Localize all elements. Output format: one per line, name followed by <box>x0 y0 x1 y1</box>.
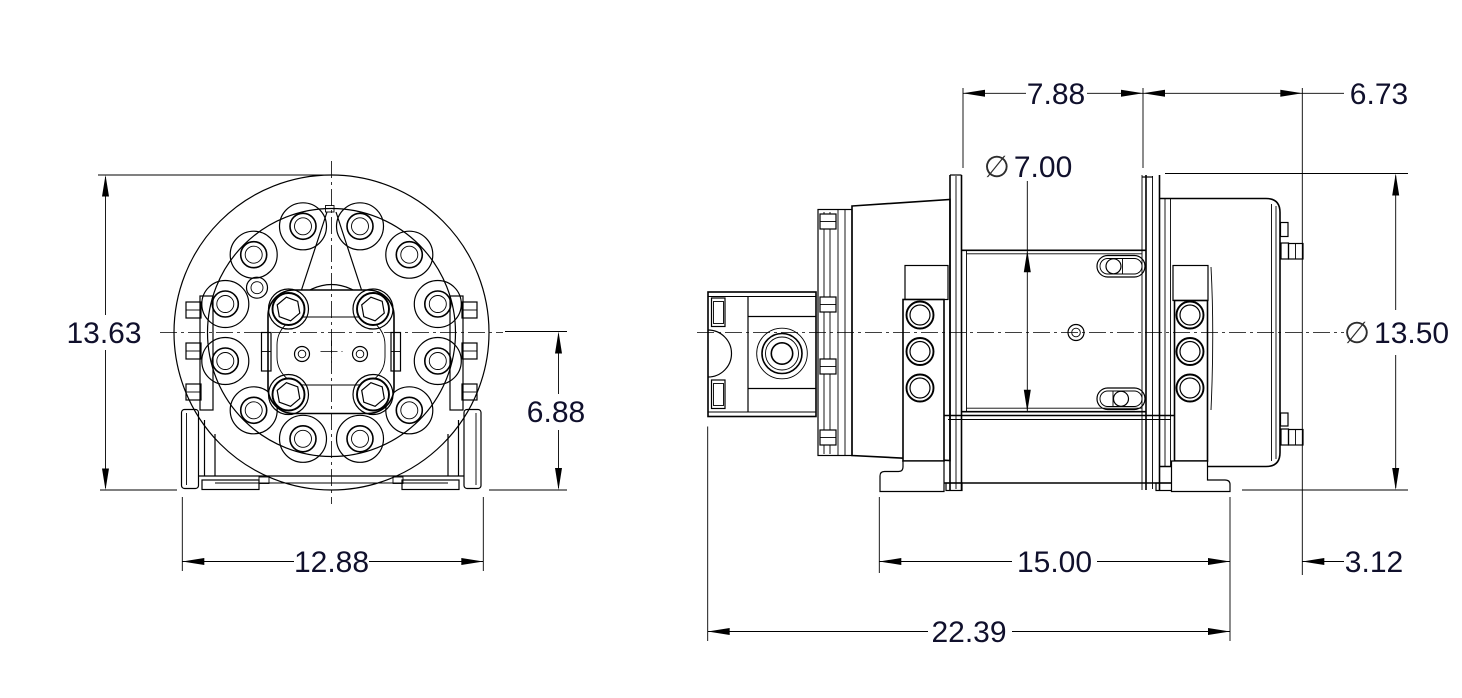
upright-bolt <box>905 373 935 403</box>
arrowhead-left <box>1302 558 1325 565</box>
dimension-rear-offset: 3.12 <box>1302 546 1403 579</box>
motor-port-boss <box>756 327 808 380</box>
upright-bolt <box>905 337 935 366</box>
arrowhead-right <box>461 558 484 565</box>
dim-label-overall-length: 22.39 <box>931 616 1006 649</box>
arrowhead-up <box>1023 250 1031 273</box>
support-upright-right <box>1170 264 1231 493</box>
hub-bolt <box>269 289 309 329</box>
arrowhead-right <box>1121 89 1143 97</box>
dimension-center-height: 6.88 <box>489 331 585 491</box>
base-end-plate-left <box>180 408 200 490</box>
hydraulic-motor <box>707 291 817 418</box>
dim-label-barrel-diameter: ∅7.00 <box>984 151 1073 184</box>
arrowhead-left <box>707 628 730 635</box>
support-upright-left <box>879 264 949 493</box>
side-view <box>697 174 1344 493</box>
arrowhead-right <box>1208 628 1230 635</box>
arrowhead-down <box>1392 468 1400 490</box>
drum-barrel <box>961 249 1146 413</box>
upright-bolt <box>1175 300 1205 330</box>
upright-bolt <box>1175 337 1205 366</box>
plug-hole <box>245 276 269 299</box>
dimension-overall-length: 22.39 <box>707 426 1230 649</box>
dim-label-base-width: 12.88 <box>294 546 369 579</box>
side-bracket-left <box>185 295 214 411</box>
dimension-flange-diameter: ∅13.50 <box>1165 173 1449 491</box>
motor-port-bottom <box>710 379 726 410</box>
upright-bolt <box>1175 373 1205 403</box>
hub-bolt <box>353 289 393 329</box>
hub-small-holes <box>293 345 369 363</box>
motor-port-top <box>710 297 726 328</box>
dim-label-drum-width: 7.88 <box>1027 78 1085 111</box>
dim-label-rear-offset: 3.12 <box>1345 546 1403 579</box>
cover-stud-bottom <box>1279 412 1289 427</box>
arrowhead-left <box>963 89 985 97</box>
dim-label-flange-diameter: ∅13.50 <box>1344 317 1449 350</box>
upright-foot <box>1170 460 1231 493</box>
dimension-barrel-diameter: ∅7.00 <box>984 151 1073 412</box>
diameter-symbol: ∅ <box>1344 317 1370 350</box>
arrowhead-up <box>555 331 562 354</box>
side-bracket-right <box>449 295 478 411</box>
dim-label-center-height: 6.88 <box>527 396 585 429</box>
cover-bolt-bottom <box>1280 428 1304 446</box>
foot-pad-left <box>201 479 260 491</box>
gear-housing <box>1159 197 1304 468</box>
arrowhead-down <box>1023 389 1031 412</box>
dim-label-overall-height: 13.63 <box>66 317 141 350</box>
cover-stud-top <box>1279 221 1289 238</box>
arrowhead-down <box>102 468 109 490</box>
base-channel <box>944 414 1175 492</box>
arrowhead-left <box>182 558 205 565</box>
upright-tab <box>904 264 949 301</box>
arrowhead-right <box>1280 89 1303 97</box>
arrowhead-right <box>1208 558 1230 565</box>
rope-guide-lines <box>298 205 365 297</box>
hub-inner-contour <box>276 316 386 386</box>
dimension-overall-height: 13.63 <box>66 174 330 491</box>
base-end-plate-right <box>463 408 482 490</box>
dim-label-base-length: 15.00 <box>1017 546 1092 579</box>
dimension-gear-end-width: 6.73 <box>1143 78 1408 575</box>
arrowhead-left <box>1143 89 1165 97</box>
dimension-drum-width: 7.88 <box>962 78 1144 168</box>
arrowhead-up <box>102 175 109 197</box>
upright-bolt <box>905 300 935 330</box>
rope-anchor-slot-bottom <box>1096 387 1146 411</box>
dim-label-gear-end-width: 6.73 <box>1350 78 1408 111</box>
center-hub <box>260 283 402 415</box>
upright-tab <box>1172 264 1209 302</box>
hub-bolt <box>269 375 309 415</box>
adapter-bolts <box>819 213 837 446</box>
cover-bolt-top <box>1280 242 1304 260</box>
arrowhead-down <box>555 468 562 490</box>
housing-cylinder-edge <box>1210 266 1214 411</box>
arrowhead-up <box>1392 173 1400 196</box>
upright-foot <box>879 460 945 493</box>
dimension-base-width: 12.88 <box>181 497 484 579</box>
motor-end-bulge <box>707 329 733 378</box>
arrowhead-left <box>879 558 902 565</box>
dimension-base-length: 15.00 <box>878 497 1231 641</box>
foot-pad-right <box>401 479 460 491</box>
front-view <box>160 161 503 504</box>
hub-bolt <box>353 375 393 415</box>
diameter-symbol: ∅ <box>984 151 1010 184</box>
rope-anchor-slot-top <box>1096 254 1146 278</box>
